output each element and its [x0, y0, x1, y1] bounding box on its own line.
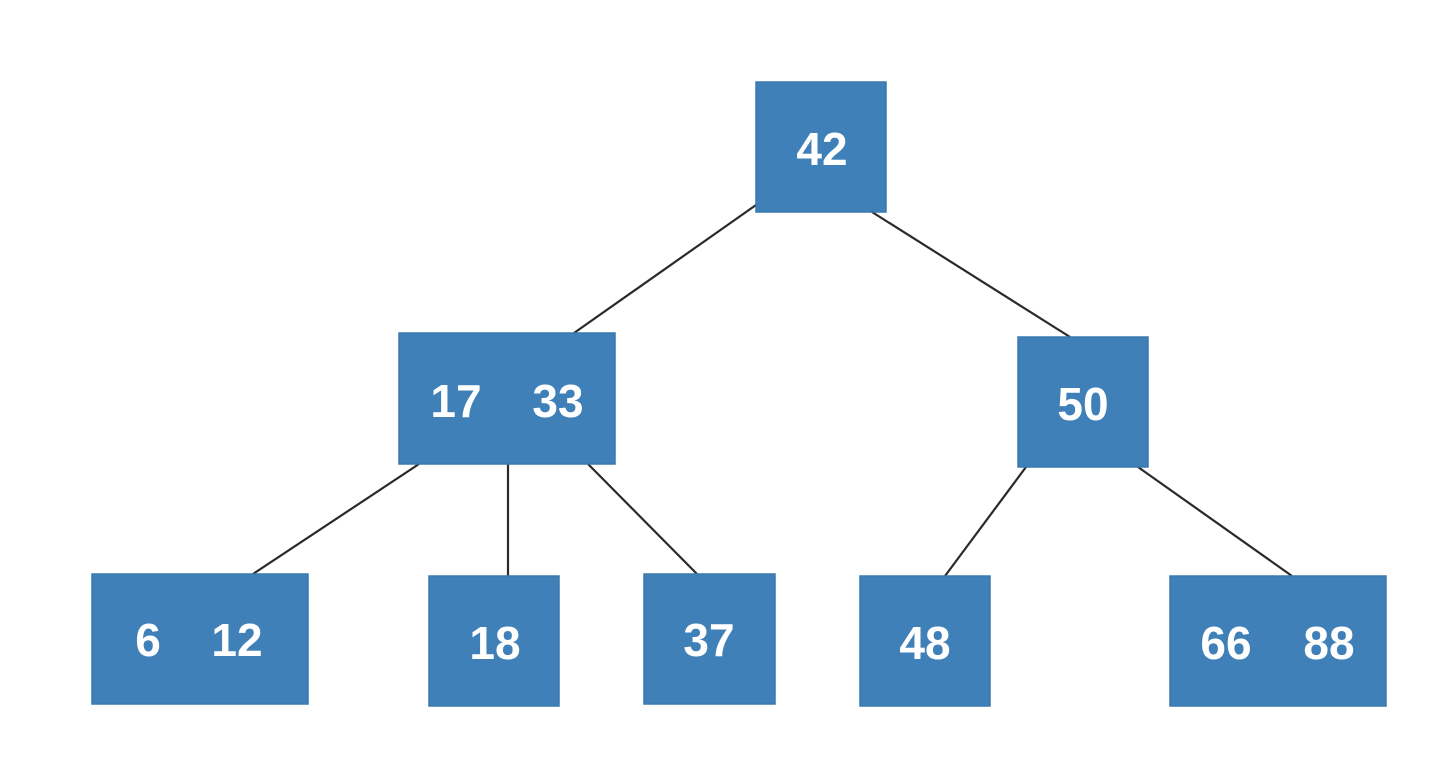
node-key: 18: [469, 617, 520, 669]
tree-node-18: 18: [428, 575, 560, 707]
node-box: [428, 575, 560, 707]
node-box: [755, 81, 887, 213]
node-box: [398, 332, 616, 465]
tree-node-66-88: 66 88: [1169, 575, 1387, 707]
node-key: 42: [796, 123, 847, 175]
edge-n50-to-n48: [944, 466, 1027, 577]
tree-node-50: 50: [1017, 336, 1149, 468]
edge-n17-33-to-n6-12: [252, 463, 420, 575]
tree-node-48: 48: [859, 575, 991, 707]
node-box: [1017, 336, 1149, 468]
edges: [252, 204, 1293, 577]
node-key: 66: [1200, 617, 1251, 669]
node-box: [859, 575, 991, 707]
node-box: [1169, 575, 1387, 707]
node-key: 37: [683, 614, 734, 666]
tree-node-6-12: 6 12: [91, 573, 309, 705]
tree-node-37: 37: [643, 573, 776, 705]
tree-node-42: 42: [755, 81, 887, 213]
node-box: [91, 573, 309, 705]
node-key: 48: [899, 617, 950, 669]
node-box: [643, 573, 776, 705]
node-key: 12: [211, 614, 262, 666]
edge-n17-33-to-n37: [587, 463, 698, 575]
edge-n42-to-n17-33: [573, 204, 757, 334]
node-key: 6: [135, 614, 161, 666]
node-key: 50: [1057, 378, 1108, 430]
edge-n42-to-n50: [871, 211, 1071, 338]
node-key: 33: [532, 375, 583, 427]
edge-n50-to-n66-88: [1137, 466, 1293, 577]
node-key: 17: [430, 375, 481, 427]
node-key: 88: [1303, 617, 1354, 669]
